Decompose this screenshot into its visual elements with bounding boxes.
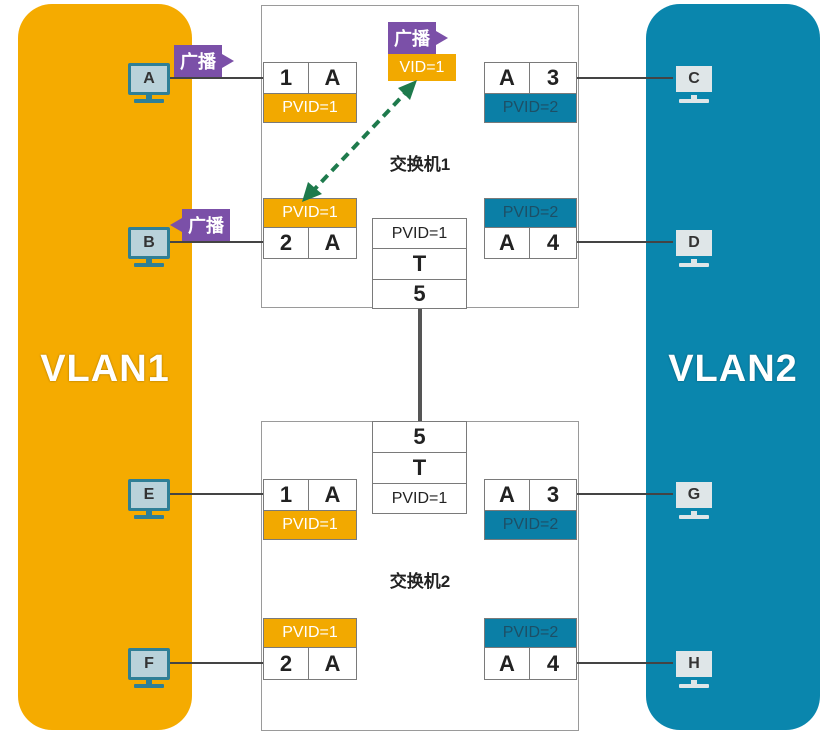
sw1-port4-pvid: PVID=2 — [484, 198, 577, 228]
broadcast-to-b-label: 广播 — [182, 209, 230, 241]
forwarding-arrow — [302, 80, 417, 202]
host-b: B — [128, 227, 170, 267]
vlan2-label: VLAN2 — [668, 348, 798, 390]
sw2-port3-pvid: PVID=2 — [484, 510, 577, 540]
host-a-label: A — [128, 63, 170, 95]
host-d-label: D — [673, 227, 715, 259]
switch-1-name: 交换机1 — [389, 155, 451, 174]
link-f-port2 — [168, 662, 263, 664]
sw2-port2-number: 2 — [263, 647, 309, 680]
link-e-port1 — [168, 493, 263, 495]
sw2-port4-number: 4 — [529, 647, 577, 680]
host-h: H — [673, 648, 715, 688]
sw2-port4-mode: A — [484, 647, 530, 680]
sw2-trunk-mode: T — [372, 452, 467, 484]
link-port4-h — [577, 662, 677, 664]
vlan1-region — [18, 4, 192, 730]
broadcast-in-switch-label: 广播 — [388, 22, 436, 54]
host-d: D — [673, 227, 715, 267]
sw2-port1-number: 1 — [263, 479, 309, 511]
trunk-link — [418, 308, 422, 421]
host-g-label: G — [673, 479, 715, 511]
link-port3-g — [577, 493, 677, 495]
sw2-trunk-number: 5 — [372, 421, 467, 453]
switch-2-name: 交换机2 — [389, 572, 451, 591]
sw1-port1-pvid: PVID=1 — [263, 93, 357, 123]
sw2-port2-mode: A — [308, 647, 357, 680]
host-f: F — [128, 648, 170, 688]
sw1-port2-mode: A — [308, 227, 357, 259]
host-e: E — [128, 479, 170, 519]
link-b-port2 — [168, 241, 263, 243]
sw1-port2-number: 2 — [263, 227, 309, 259]
vid-tag: VID=1 — [388, 54, 456, 81]
vlan2-region — [646, 4, 820, 730]
sw2-trunk-pvid: PVID=1 — [372, 483, 467, 514]
sw2-port3-mode: A — [484, 479, 530, 511]
link-port4-d — [577, 241, 677, 243]
host-g: G — [673, 479, 715, 519]
broadcast-in-switch: 广播 — [388, 22, 448, 54]
host-f-label: F — [128, 648, 170, 680]
sw1-port3-mode: A — [484, 62, 530, 94]
host-e-label: E — [128, 479, 170, 511]
sw2-port4-pvid: PVID=2 — [484, 618, 577, 648]
sw2-port3-number: 3 — [529, 479, 577, 511]
link-a-port1 — [168, 77, 263, 79]
sw2-port1-mode: A — [308, 479, 357, 511]
sw1-port4-mode: A — [484, 227, 530, 259]
sw2-port1-pvid: PVID=1 — [263, 510, 357, 540]
broadcast-from-a: 广播 — [174, 45, 234, 77]
host-c-label: C — [673, 63, 715, 95]
sw2-port2-pvid: PVID=1 — [263, 618, 357, 648]
sw1-port3-pvid: PVID=2 — [484, 93, 577, 123]
host-h-label: H — [673, 648, 715, 680]
sw1-port4-number: 4 — [529, 227, 577, 259]
host-b-label: B — [128, 227, 170, 259]
sw1-port2-pvid: PVID=1 — [263, 198, 357, 228]
broadcast-from-a-label: 广播 — [174, 45, 222, 77]
sw1-port3-number: 3 — [529, 62, 577, 94]
sw1-trunk-mode: T — [372, 248, 467, 280]
sw1-trunk-pvid: PVID=1 — [372, 218, 467, 249]
broadcast-to-b: 广播 — [170, 209, 230, 241]
link-port3-c — [577, 77, 677, 79]
host-a: A — [128, 63, 170, 103]
host-c: C — [673, 63, 715, 103]
vlan1-label: VLAN1 — [40, 348, 170, 390]
sw1-trunk-number: 5 — [372, 279, 467, 309]
